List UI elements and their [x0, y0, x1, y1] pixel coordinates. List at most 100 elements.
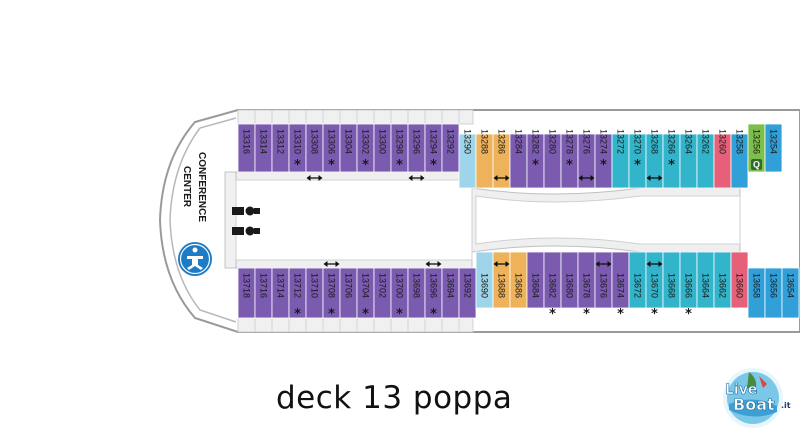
- cabin-13672[interactable]: 13672: [628, 251, 647, 309]
- cabin-13680[interactable]: 13680: [560, 251, 579, 309]
- cabin-13288[interactable]: 13288: [475, 129, 494, 189]
- star-marker: *: [328, 307, 335, 322]
- conference-line2: CENTER: [181, 166, 192, 208]
- cabin-number: 13672: [633, 273, 643, 298]
- cabin-13666[interactable]: 13666*: [679, 251, 698, 322]
- cabin-13292[interactable]: 13292: [441, 123, 460, 173]
- cabin-13712[interactable]: 13712*: [288, 267, 307, 322]
- cabin-13282[interactable]: 13282*: [526, 129, 545, 189]
- cabin-13310[interactable]: 13310*: [288, 123, 307, 173]
- cabin-13658[interactable]: 13658: [747, 267, 766, 319]
- cabin-13684[interactable]: 13684: [526, 251, 545, 309]
- cabin-number: 13316: [242, 129, 252, 154]
- cabin-13284[interactable]: 13284: [509, 129, 528, 189]
- cabin-13662[interactable]: 13662: [713, 251, 732, 309]
- cabin-13700[interactable]: 13700*: [390, 267, 409, 322]
- cabin-number: 13710: [310, 273, 320, 298]
- cabin-13718[interactable]: 13718: [237, 267, 256, 319]
- cabin-13694[interactable]: 13694: [441, 267, 460, 319]
- cabin-number: 13666: [684, 273, 694, 298]
- cabin-13300[interactable]: 13300: [373, 123, 392, 173]
- cabin-13692[interactable]: 13692: [458, 267, 477, 319]
- cabin-number: 13296: [412, 129, 422, 154]
- cabin-13716[interactable]: 13716: [254, 267, 273, 319]
- cabin-13708[interactable]: 13708 *: [322, 267, 341, 322]
- cabin-13278[interactable]: 13278*: [560, 129, 579, 189]
- cabin-13714[interactable]: 13714: [271, 267, 290, 319]
- cabin-number: 13688: [497, 273, 507, 298]
- cabin-13274[interactable]: 13274*: [594, 129, 613, 189]
- cabin-number: 13658: [752, 273, 762, 298]
- cabin-13296[interactable]: 13296: [407, 123, 426, 173]
- logo-word2: Boat: [733, 395, 775, 414]
- star-marker: *: [430, 158, 437, 173]
- cabin-13686[interactable]: 13686: [509, 251, 528, 309]
- cabin-number: 13718: [242, 273, 252, 298]
- cabin-number: 13674: [616, 273, 626, 298]
- cabin-13676[interactable]: 13676: [594, 251, 613, 309]
- cabin-number: 13696: [429, 273, 439, 298]
- lower-connecting-arrow-15: [493, 261, 510, 267]
- cabin-13266[interactable]: 13266*: [662, 129, 681, 189]
- cabin-13314[interactable]: 13314: [254, 123, 273, 173]
- cabin-13308[interactable]: 13308: [305, 123, 324, 173]
- cabin-13316[interactable]: 13316: [237, 123, 256, 173]
- cabin-13704[interactable]: 13704*: [356, 267, 375, 322]
- cabin-number: 13288: [480, 129, 490, 154]
- cabin-13668[interactable]: 13668: [662, 251, 681, 309]
- star-marker: *: [294, 307, 301, 322]
- cabin-number: 13670: [650, 273, 660, 298]
- cabin-13710[interactable]: 13710: [305, 267, 324, 319]
- cabin-13264[interactable]: 13264: [679, 129, 698, 189]
- cabin-number: 13708: [327, 273, 337, 298]
- cabin-13698[interactable]: 13698: [407, 267, 426, 319]
- cabin-number: 13294: [429, 129, 439, 154]
- conference-line1: CONFERENCE: [196, 152, 207, 222]
- cabin-number: 13272: [616, 129, 626, 154]
- cabin-13290[interactable]: 13290: [458, 129, 477, 189]
- cabin-block: [764, 123, 783, 173]
- cabin-number: 13300: [378, 129, 388, 154]
- star-marker: *: [634, 158, 641, 173]
- star-marker: *: [430, 307, 437, 322]
- cabin-13706[interactable]: 13706: [339, 267, 358, 319]
- cabin-number: 13286: [497, 129, 507, 154]
- cabin-13306[interactable]: 13306*: [322, 123, 341, 173]
- cabin-13298[interactable]: 13298*: [390, 123, 409, 173]
- cabin-13660[interactable]: 13660: [730, 251, 749, 309]
- cabin-13294[interactable]: 13294 *: [424, 123, 443, 173]
- cabin-number: 13278: [565, 129, 575, 154]
- cabin-13664[interactable]: 13664: [696, 251, 715, 309]
- cabin-number: 13698: [412, 273, 422, 298]
- cabin-number: 13306: [327, 129, 337, 154]
- cabin-13690[interactable]: 13690: [475, 251, 494, 309]
- logo-suffix: .it: [781, 401, 791, 410]
- cabin-number: 13716: [259, 273, 269, 298]
- cabin-number: 13654: [786, 273, 796, 298]
- star-marker: *: [651, 307, 658, 322]
- cabin-13304[interactable]: 13304: [339, 123, 358, 173]
- cabin-13262[interactable]: 13262: [696, 129, 715, 189]
- cabin-13254[interactable]: 13254: [764, 123, 783, 173]
- cabin-13702[interactable]: 13702: [373, 267, 392, 319]
- cabin-13688[interactable]: 13688: [492, 251, 511, 309]
- q-badge-label: Q: [753, 160, 760, 170]
- cabin-number: 13292: [446, 129, 456, 154]
- cabin-13656[interactable]: 13656: [764, 267, 783, 319]
- cabin-number: 13256: [752, 129, 762, 154]
- cabin-number: 13282: [531, 129, 541, 154]
- cabin-number: 13706: [344, 273, 354, 298]
- cabin-13280[interactable]: 13280: [543, 129, 562, 189]
- cabin-13270[interactable]: 13270*: [628, 129, 647, 189]
- cabin-13696[interactable]: 13696 *: [424, 267, 443, 322]
- cabin-13302[interactable]: 13302*: [356, 123, 375, 173]
- cabin-13260[interactable]: 13260: [713, 129, 732, 189]
- cabin-number: 13694: [446, 273, 456, 298]
- cabin-13258[interactable]: 13258: [730, 129, 749, 189]
- cabin-13272[interactable]: 13272: [611, 129, 630, 189]
- cabin-13312[interactable]: 13312: [271, 123, 290, 173]
- upper-connecting-arrow-10: [408, 175, 425, 181]
- cabin-13654[interactable]: 13654: [781, 267, 800, 319]
